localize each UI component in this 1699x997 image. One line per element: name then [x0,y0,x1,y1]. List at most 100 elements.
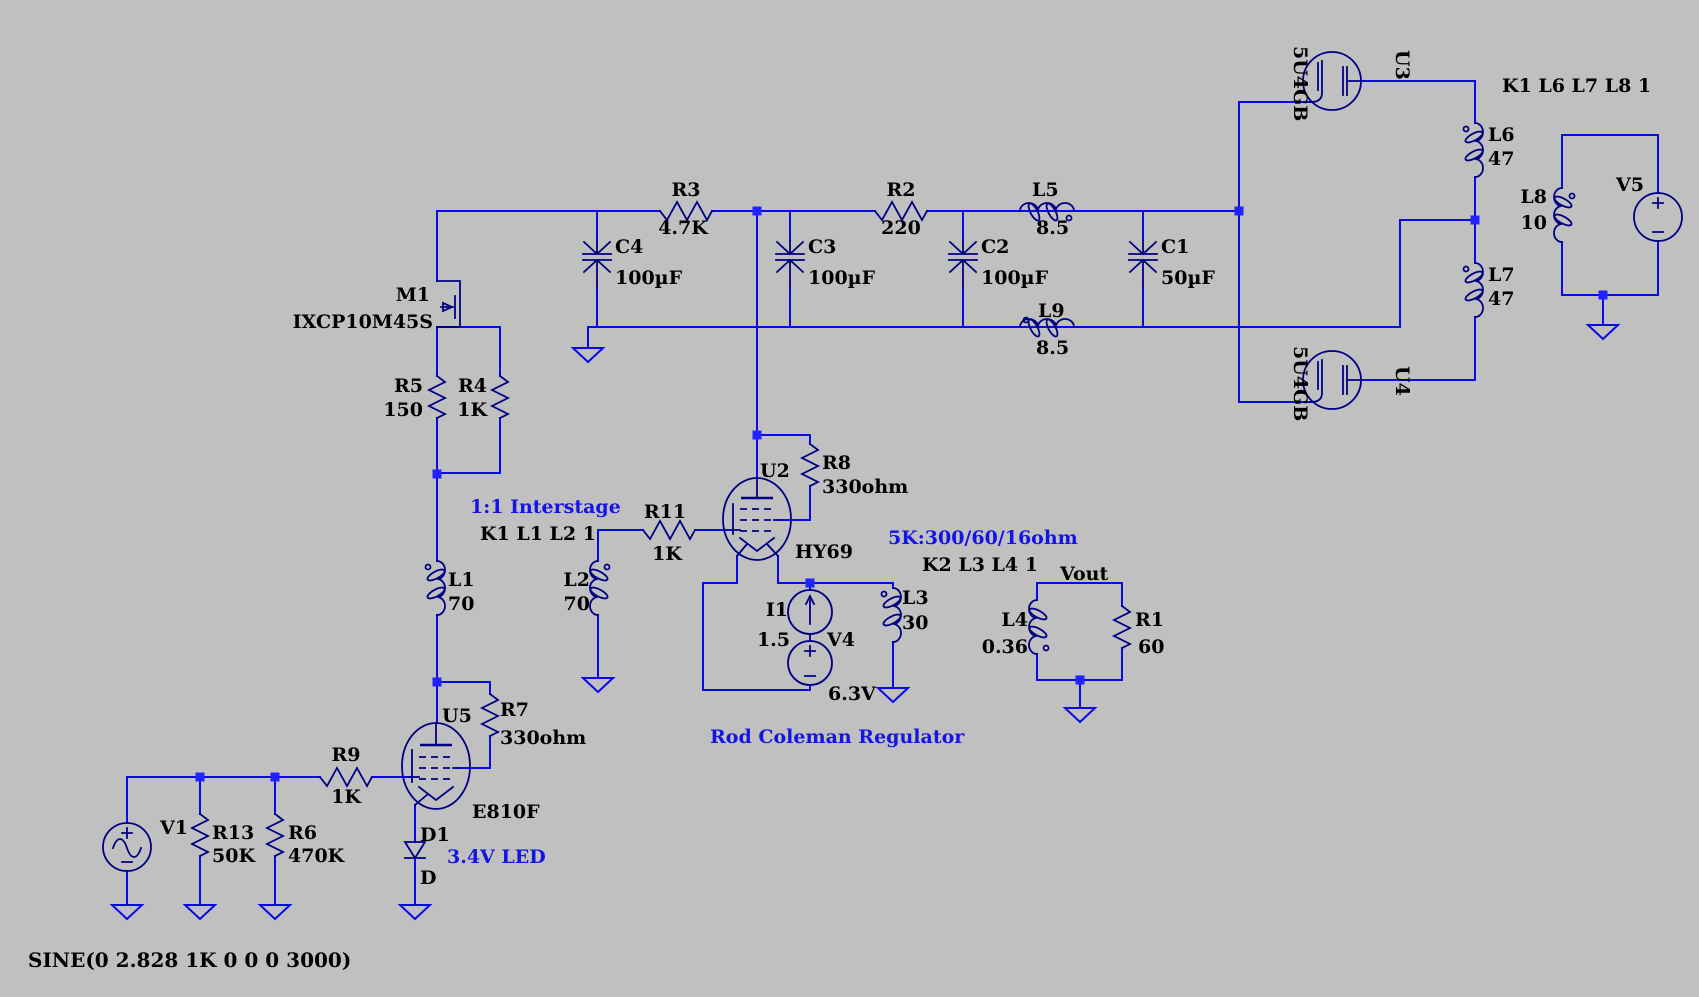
resistor-ref[interactable]: R6 [288,822,317,844]
resistor-R7[interactable]: R7 330ohm [481,693,586,749]
resistor-R4[interactable]: R4 1K [457,375,509,421]
inductor-ref[interactable]: L3 [902,587,929,609]
ground-icon[interactable] [259,904,291,920]
capacitor-ref[interactable]: C2 [981,236,1009,258]
resistor-R9[interactable]: R9 1K [319,744,373,808]
capacitor-value[interactable]: 100µF [981,267,1049,289]
resistor-R8[interactable]: R8 330ohm [801,443,908,498]
directive-k1-power[interactable]: K1 L6 L7 L8 1 [1502,75,1651,97]
resistor-value[interactable]: 330ohm [822,476,908,498]
inductor-value[interactable]: 70 [564,593,590,615]
inductor-ref[interactable]: L1 [448,569,475,591]
resistor-value[interactable]: 1K [457,399,488,421]
tube-type[interactable]: 5U4GB [1289,346,1311,421]
capacitor-value[interactable]: 100µF [808,267,876,289]
inductor-ref[interactable]: L8 [1520,186,1547,208]
resistor-value[interactable]: 4.7K [658,217,709,239]
tube-ref[interactable]: U2 [760,460,790,482]
capacitor-ref[interactable]: C1 [1161,236,1189,258]
directive-k1-interstage[interactable]: K1 L1 L2 1 [480,523,596,545]
tube-type[interactable]: 5U4GB [1289,46,1311,121]
resistor-value[interactable]: 470K [288,845,346,867]
tube-ref[interactable]: U5 [442,705,472,727]
capacitor-ref[interactable]: C4 [615,236,643,258]
inductor-value[interactable]: 8.5 [1036,217,1069,239]
resistor-value[interactable]: 330ohm [500,727,586,749]
resistor-ref[interactable]: R9 [331,744,360,766]
voltage-source-V1[interactable]: V1 [102,817,188,872]
comment-interstage[interactable]: 1:1 Interstage [470,496,621,518]
inductor-L3[interactable]: L3 30 [880,587,929,643]
resistor-value[interactable]: 220 [881,217,921,239]
directive-k2-output[interactable]: K2 L3 L4 1 [922,554,1038,576]
diode-D1[interactable]: D1 D [403,824,450,889]
diode-model[interactable]: D [420,867,436,889]
inductor-value[interactable]: 30 [902,612,928,634]
inductor-value[interactable]: 47 [1488,148,1514,170]
voltage-source-V5[interactable]: V5 [1615,174,1683,242]
tube-type[interactable]: E810F [472,801,540,823]
inductor-value[interactable]: 47 [1488,288,1514,310]
resistor-ref[interactable]: R13 [212,822,254,844]
resistor-ref[interactable]: R3 [671,179,700,201]
tube-U5[interactable]: U5 E810F [401,705,540,823]
ground-icon[interactable] [1064,707,1096,723]
resistor-value[interactable]: 1K [652,543,683,565]
net-label-vout[interactable]: Vout [1059,563,1108,585]
inductor-L2[interactable]: L2 70 [563,560,611,616]
resistor-value[interactable]: 60 [1138,636,1164,658]
resistor-ref[interactable]: R7 [500,699,529,721]
inductor-L1[interactable]: L1 70 [424,560,475,616]
inductor-value[interactable]: 0.36 [982,636,1028,658]
tube-U4[interactable]: 5U4GB U4 [1289,346,1413,421]
ground-icon[interactable] [184,904,216,920]
ground-icon[interactable] [399,904,431,920]
ground-icon[interactable] [111,904,143,920]
resistor-ref[interactable]: R2 [886,179,915,201]
capacitor-C4[interactable]: C4 100µF [582,236,683,289]
comment-led[interactable]: 3.4V LED [447,846,546,868]
resistor-R3[interactable]: R3 4.7K [658,179,713,239]
comment-output-transformer[interactable]: 5K:300/60/16ohm [888,527,1078,549]
inductor-ref[interactable]: L7 [1488,264,1515,286]
tube-type[interactable]: HY69 [795,541,853,563]
tube-U2[interactable]: U2 HY69 [722,460,853,563]
mosfet-M1[interactable]: M1 IXCP10M45S [293,280,461,333]
resistor-value[interactable]: 150 [383,399,423,421]
inductor-L4[interactable]: L4 0.36 [982,599,1050,658]
inductor-ref[interactable]: L4 [1001,609,1028,631]
diode-ref[interactable]: D1 [420,824,450,846]
wire[interactable] [126,80,1659,906]
ground-icon[interactable] [572,347,604,363]
capacitor-C3[interactable]: C3 100µF [775,236,876,289]
inductor-ref[interactable]: L5 [1032,179,1059,201]
resistor-value[interactable]: 1K [331,786,362,808]
resistor-ref[interactable]: R11 [644,501,686,523]
inductor-L6[interactable]: L6 47 [1462,122,1515,178]
resistor-R13[interactable]: R13 50K [191,813,256,867]
inductor-L5[interactable]: L5 8.5 [1019,179,1075,239]
resistor-R11[interactable]: R11 1K [642,501,696,565]
source-ref[interactable]: V1 [159,817,188,839]
inductor-value[interactable]: 10 [1521,212,1547,234]
source-value[interactable]: 1.5 [757,629,790,651]
current-source-I1[interactable]: I1 1.5 [757,589,833,651]
voltage-source-V4[interactable]: V4 6.3V [787,629,877,705]
capacitor-C1[interactable]: C1 50µF [1128,236,1215,289]
inductor-L8[interactable]: L8 10 [1520,186,1576,243]
mosfet-ref[interactable]: M1 [396,284,430,306]
directive-sine[interactable]: SINE(0 2.828 1K 0 0 0 3000) [28,948,351,972]
source-ref[interactable]: I1 [766,599,788,621]
inductor-value[interactable]: 8.5 [1036,337,1069,359]
inductor-value[interactable]: 70 [448,593,474,615]
resistor-R6[interactable]: R6 470K [266,813,346,867]
resistor-ref[interactable]: R8 [822,452,851,474]
source-ref[interactable]: V5 [1615,174,1644,196]
inductor-ref[interactable]: L6 [1488,124,1515,146]
ground-icon[interactable] [1587,324,1619,340]
resistor-ref[interactable]: R5 [394,375,423,397]
capacitor-value[interactable]: 100µF [615,267,683,289]
resistor-ref[interactable]: R1 [1135,609,1164,631]
resistor-R5[interactable]: R5 150 [383,375,446,421]
